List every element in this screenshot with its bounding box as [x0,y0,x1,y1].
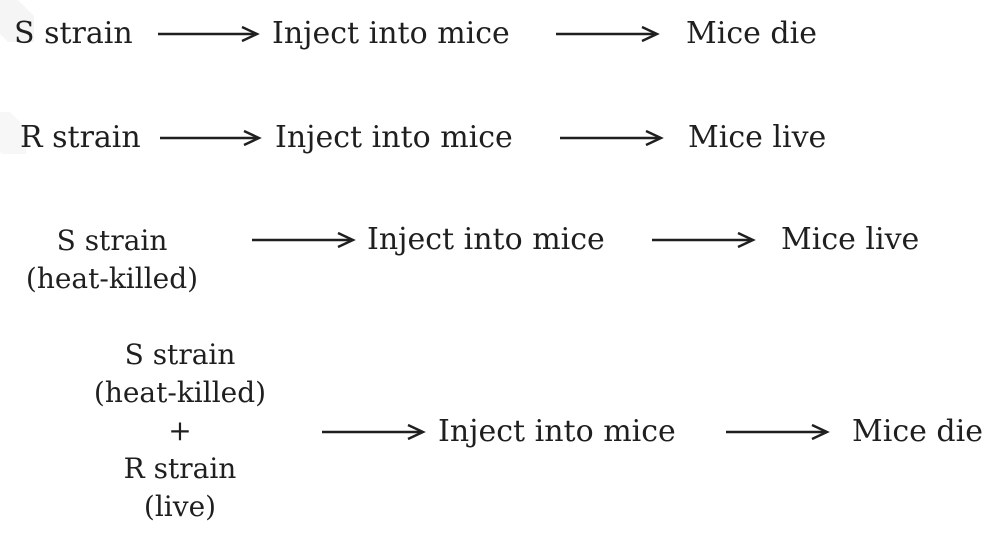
row-2-result: Mice live [688,120,827,155]
right-arrow-icon [158,24,260,44]
row-2-source: R strain [20,120,141,155]
row-4-source: S strain (heat-killed) + R strain (live) [80,336,280,526]
row-4-source-line: S strain [124,338,236,371]
row-1-source: S strain [14,16,133,51]
right-arrow-icon [726,422,830,442]
watermark-fragment-icon [0,112,26,154]
row-4-source-line: (live) [143,490,217,523]
row-1-result: Mice die [686,16,817,51]
row-2-step: Inject into mice [275,120,513,155]
row-1-step: Inject into mice [272,16,510,51]
row-4-source-line: (heat-killed) [93,376,267,409]
right-arrow-icon [252,230,356,250]
right-arrow-icon [560,128,664,148]
row-3-step: Inject into mice [367,222,605,257]
row-4-source-line: R strain [123,452,237,485]
right-arrow-icon [652,230,756,250]
row-4-step: Inject into mice [438,414,676,449]
row-3-source: S strain (heat-killed) [12,222,212,298]
right-arrow-icon [160,128,262,148]
row-4-result: Mice die [852,414,983,449]
row-4-source-line: + [168,414,192,447]
row-3-source-line: (heat-killed) [25,262,199,295]
row-3-source-line: S strain [56,224,168,257]
watermark-fragment-icon [0,0,34,42]
right-arrow-icon [322,422,426,442]
right-arrow-icon [556,24,660,44]
row-3-result: Mice live [781,222,920,257]
